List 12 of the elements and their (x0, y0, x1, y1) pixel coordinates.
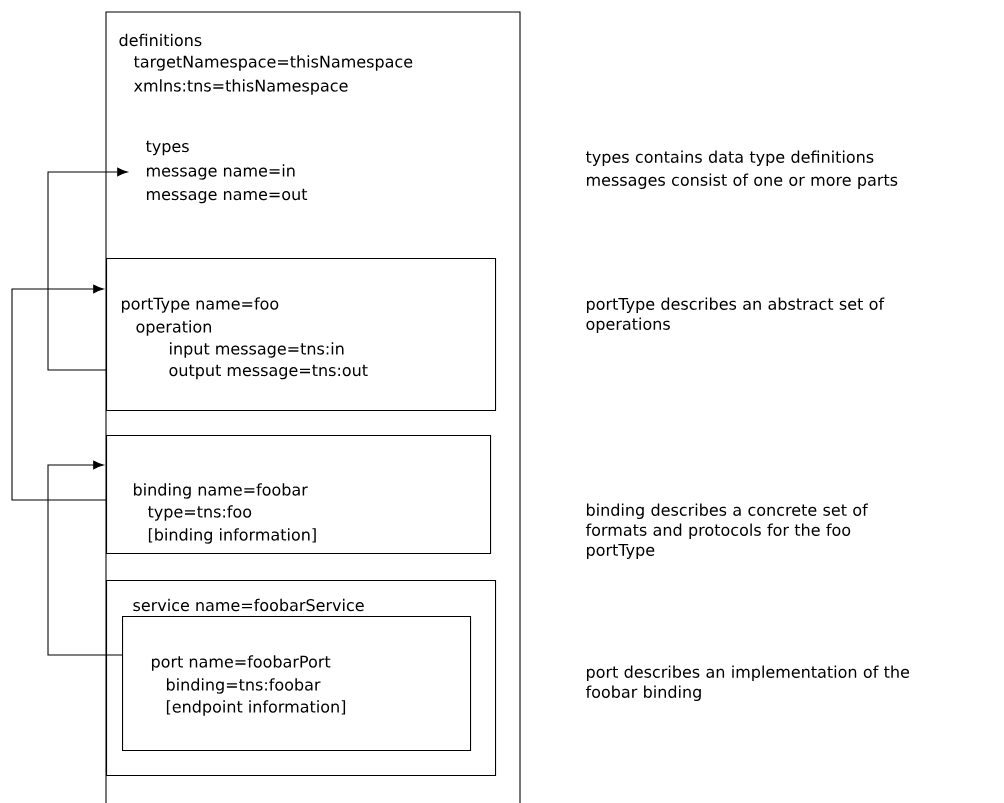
description-text: portType describes an abstract set of operations (586, 297, 885, 333)
description-text: binding describes a concrete set of formats and protocols for the foo portType (585, 503, 869, 559)
description-text: messages consist of one or more parts (587, 173, 898, 189)
arrow (11, 284, 107, 501)
arrow (47, 460, 123, 656)
section-box: binding name=foobar type=tns:foo [binding information] (106, 435, 492, 555)
section-box: port name=foobarPort binding=tns:foobar [endpoint information] (122, 616, 472, 752)
arrow (47, 167, 128, 371)
description-text: port describes an implementation of the foobar binding (585, 665, 910, 701)
types-text: types message name=in message name=out (146, 140, 308, 204)
section-box: portType name=foo operation input message=tns:in output message=tns:out (106, 258, 497, 412)
description-text: types contains data type definitions (586, 150, 874, 166)
